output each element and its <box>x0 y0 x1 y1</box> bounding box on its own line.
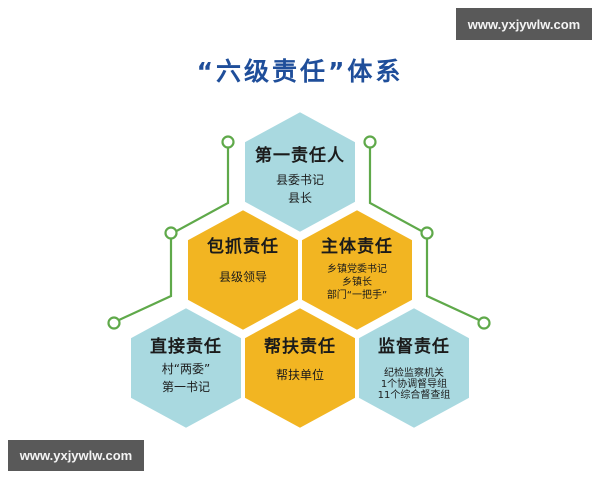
hex-subtext: 县委书记 <box>275 173 324 187</box>
hex-supervise-label: 监督责任 纪检监察机关 1个协调督导组 11个综合督查组 <box>357 336 471 401</box>
hex-assist-label: 帮扶责任 帮扶单位 <box>243 336 357 384</box>
watermark-bottom: www.yxjywlw.com <box>8 440 144 471</box>
hex-title: 第一责任人 <box>255 146 345 166</box>
connector-node-icon <box>107 316 121 330</box>
hex-grasp-label: 包抓责任 县级领导 <box>186 236 300 286</box>
hex-subtext: 11个综合督查组 <box>377 390 451 401</box>
hex-subtext: 乡镇党委书记 <box>327 264 387 275</box>
hex-title: 帮扶责任 <box>264 337 336 357</box>
hex-subtext: 1个协调督导组 <box>380 379 448 390</box>
connector-node-icon <box>477 316 491 330</box>
hex-first-label: 第一责任人 县委书记 县长 <box>243 145 357 207</box>
hex-subtext: 纪检监察机关 <box>384 368 444 379</box>
left-connector <box>107 135 235 330</box>
hex-supervise-responsible <box>355 304 473 432</box>
hex-subtext: 县级领导 <box>218 270 267 284</box>
hex-direct-label: 直接责任 村“两委” 第一书记 <box>129 336 243 396</box>
hex-subtext: 村“两委” <box>161 362 211 376</box>
right-connector <box>363 135 491 330</box>
hex-subtext: 县长 <box>287 191 312 205</box>
connector-node-icon <box>164 226 178 240</box>
hex-subtext: 乡镇长 <box>342 277 372 288</box>
hex-title: 直接责任 <box>150 337 222 357</box>
hex-subtext: 帮扶单位 <box>275 368 324 382</box>
hex-title: 包抓责任 <box>207 237 279 257</box>
diagram-title: “六级责任”体系 <box>196 57 404 86</box>
hex-first-responsible <box>241 108 359 236</box>
hex-title: 监督责任 <box>378 337 450 357</box>
hex-main-label: 主体责任 乡镇党委书记 乡镇长 部门“一把手” <box>300 236 414 302</box>
hex-subtext: 部门“一把手” <box>326 290 388 301</box>
connector-node-icon <box>221 135 235 149</box>
connector-node-icon <box>363 135 377 149</box>
watermark-top: www.yxjywlw.com <box>456 8 592 40</box>
hex-main-responsible <box>298 206 416 334</box>
hex-subtext: 第一书记 <box>161 380 210 394</box>
hex-title: 主体责任 <box>321 237 393 257</box>
connector-node-icon <box>420 226 434 240</box>
